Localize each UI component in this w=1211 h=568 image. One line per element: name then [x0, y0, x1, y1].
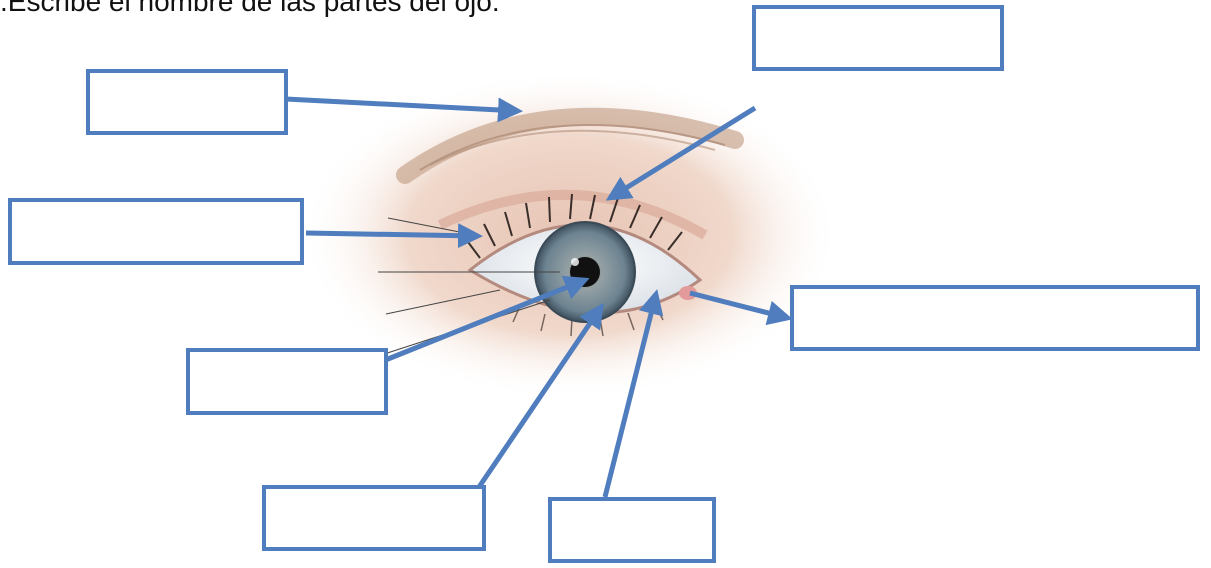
arrow-eyelashes: [306, 233, 478, 236]
label-box-eyelashes[interactable]: [8, 198, 304, 265]
label-box-sclera[interactable]: [548, 497, 716, 563]
label-box-pupil[interactable]: [186, 348, 388, 415]
label-box-eyelid[interactable]: [752, 5, 1004, 71]
label-box-tear-duct[interactable]: [790, 285, 1200, 351]
label-box-iris[interactable]: [262, 485, 486, 551]
label-box-eyebrow[interactable]: [86, 69, 288, 135]
